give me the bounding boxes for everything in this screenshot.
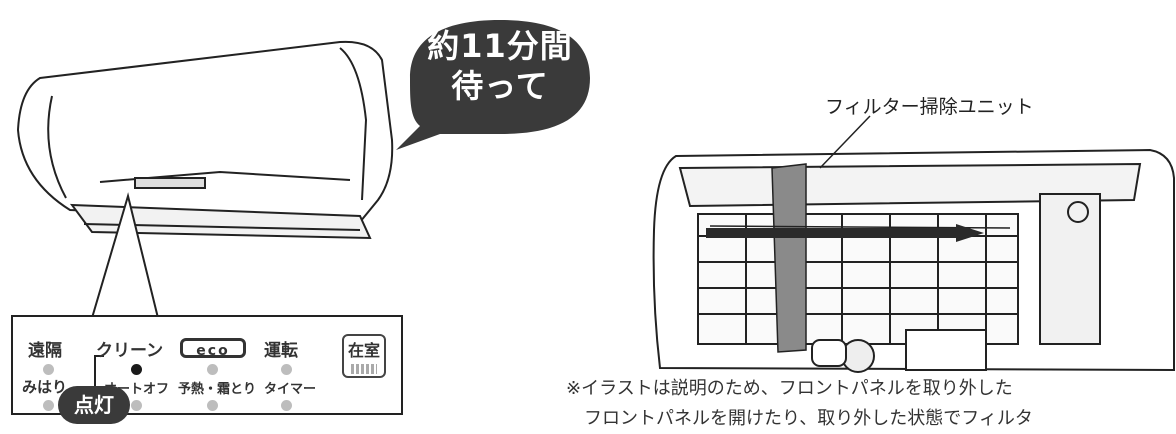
unit-label-leader [819, 115, 871, 169]
movement-arrow [706, 224, 1011, 242]
indicator-remote-label: 遠隔 [28, 341, 62, 361]
indicator-operation-dot [281, 364, 292, 375]
speech-bubble-shape [396, 20, 590, 150]
filter-unit-label: フィルター掃除ユニット [825, 96, 1034, 118]
note-line1: ※イラストは説明のため、フロントパネルを取り外した [566, 378, 1013, 399]
ac-interior [652, 148, 1175, 373]
presence-grid-icon [351, 364, 377, 374]
presence-indicator: 在室 [342, 334, 386, 378]
wait-bubble: 約11分間 待って [416, 26, 584, 106]
illustration-note: ※イラストは説明のため、フロントパネルを取り外した フロントパネルを開けたり、取… [566, 374, 1033, 434]
indicator-watch-label: みはり [22, 378, 68, 396]
indicator-clean-label: クリーン [96, 341, 164, 361]
indicator-watch-dot [43, 400, 54, 411]
indicator-timer-dot [281, 400, 292, 411]
indicator-clean-dot-lit [131, 364, 142, 375]
indicator-autooff-dot [131, 400, 142, 411]
filter-unit-band [771, 163, 807, 353]
indicator-preheat-dot [207, 400, 218, 411]
indicator-preheat-label: 予熱・霜とり [178, 382, 257, 397]
note-line2: フロントパネルを開けたり、取り外した状態でフィルタ [584, 408, 1033, 429]
lit-badge: 点灯 [58, 386, 130, 424]
indicator-timer-label: タイマー [264, 382, 317, 397]
indicator-eco-label: eco [180, 338, 246, 359]
indicator-eco-dot [207, 364, 218, 375]
presence-label: 在室 [347, 341, 380, 360]
indicator-operation-label: 運転 [264, 341, 298, 361]
ac-unit-left [16, 40, 394, 240]
indicator-remote-dot [43, 364, 54, 375]
wait-bubble-line1: 約11分間 [427, 27, 573, 65]
wait-bubble-line2: 待って [451, 67, 549, 105]
